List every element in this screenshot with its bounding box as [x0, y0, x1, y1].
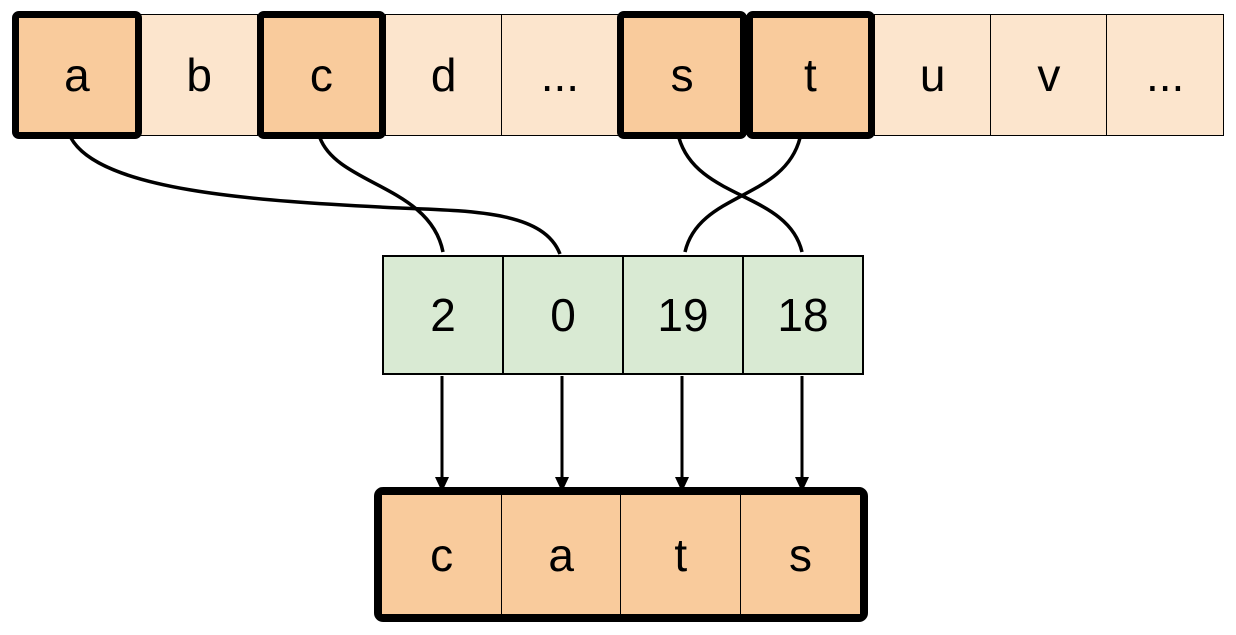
letter-to-index-curves: [69, 137, 804, 255]
curve-t-to-19: [683, 137, 802, 253]
alphabet-row: a b c d ... s t u v ...: [12, 11, 1224, 139]
index-row: 2 0 19 18: [382, 255, 864, 375]
index-cell-18: 18: [742, 255, 864, 375]
output-cell-c: c: [381, 494, 503, 615]
alphabet-cell-b: b: [140, 14, 258, 136]
alphabet-cell-d: d: [384, 14, 503, 136]
alphabet-cell-s: s: [617, 11, 747, 139]
arrow-to-c: [435, 376, 449, 492]
alphabet-cell-u: u: [873, 14, 992, 136]
output-cell-a: a: [500, 494, 622, 615]
curve-c-to-2: [318, 137, 445, 253]
arrow-to-s: [795, 376, 809, 492]
index-cell-19: 19: [622, 255, 744, 375]
output-cell-t: t: [620, 494, 742, 615]
alphabet-cell-ellipsis-2: ...: [1106, 14, 1224, 136]
output-cell-s: s: [739, 494, 861, 615]
curve-a-to-0: [69, 137, 562, 255]
index-to-output-arrows: [435, 376, 809, 492]
alphabet-cell-v: v: [990, 14, 1108, 136]
alphabet-cell-ellipsis-1: ...: [501, 14, 619, 136]
alphabet-cell-t: t: [745, 11, 876, 139]
index-cell-0: 0: [502, 255, 624, 375]
arrow-to-t: [675, 376, 689, 492]
arrow-to-a: [555, 376, 569, 492]
output-word-row: c a t s: [374, 487, 868, 622]
alphabet-cell-c: c: [256, 11, 387, 139]
index-cell-2: 2: [382, 255, 504, 375]
alphabet-cell-a: a: [12, 11, 142, 139]
